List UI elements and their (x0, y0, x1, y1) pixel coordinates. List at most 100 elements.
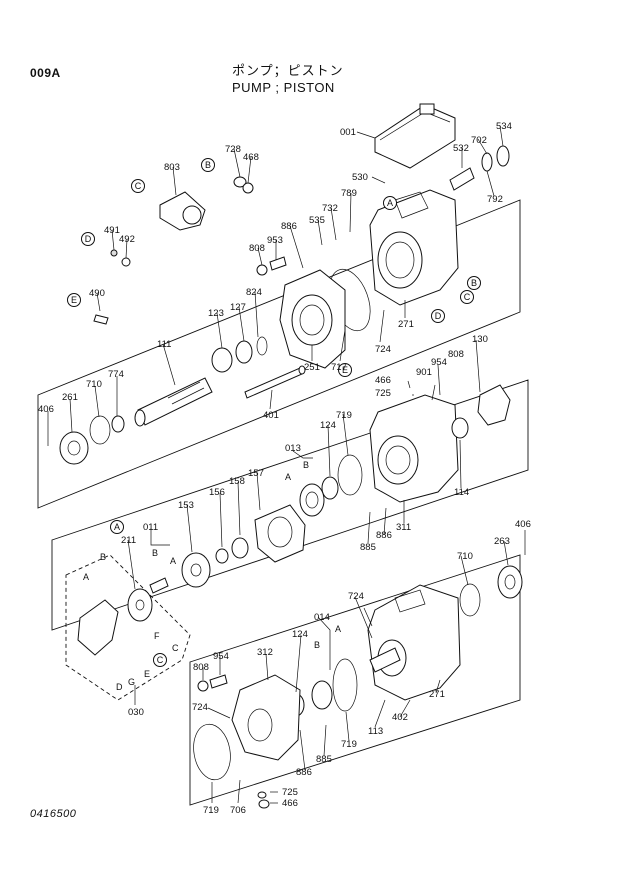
upper-pump-casing (369, 189, 459, 306)
callout-e-030: E (144, 669, 150, 679)
callout-d-2: D (435, 311, 442, 321)
bolt-401 (244, 365, 306, 399)
o-ring-710-seal-774 (89, 415, 125, 445)
callout-c-1: C (135, 181, 142, 191)
lower-pump-casing-402 (367, 584, 461, 701)
part-number: 124 (292, 629, 308, 640)
part-number: 271 (398, 319, 414, 330)
part-number: 732 (322, 203, 338, 214)
upper-group-frame (37, 199, 521, 509)
part-number: 124 (320, 420, 336, 431)
part-number-labels: 001 534 702 532 792 728 468 803 530 789 … (38, 121, 531, 816)
part-number: 156 (209, 487, 225, 498)
callout-d-030: D (116, 682, 123, 692)
part-number: 271 (429, 689, 445, 700)
spring-158-156 (215, 537, 249, 564)
part-number: 885 (316, 754, 332, 765)
part-number: 774 (108, 369, 124, 380)
part-number: 312 (257, 647, 273, 658)
part-number: 792 (487, 194, 503, 205)
part-number: 158 (229, 476, 245, 487)
callout-c-2: C (464, 292, 471, 302)
part-number: 789 (341, 188, 357, 199)
part-number: 717 (331, 362, 347, 373)
part-number: 011 (143, 522, 158, 533)
part-number: 001 (340, 127, 356, 138)
regulator-dashed-frame (65, 554, 191, 701)
leader-lines (47, 125, 526, 804)
callout-circles (67, 158, 481, 667)
plug-725-466-lower (257, 791, 270, 809)
callout-b-1: B (205, 160, 211, 170)
callout-b-014: B (314, 640, 320, 650)
callout-c-3: C (157, 655, 164, 665)
part-number: 954 (431, 357, 447, 368)
part-number: 251 (304, 362, 320, 373)
part-number: 466 (282, 798, 298, 809)
part-number: 113 (368, 726, 383, 737)
callout-a-1: A (387, 198, 393, 208)
part-number: 402 (392, 712, 408, 723)
callout-b-013: B (303, 460, 309, 470)
callout-a-013: A (285, 472, 291, 482)
part-number: 886 (376, 530, 392, 541)
part-number: 534 (496, 121, 512, 132)
retainer-153 (181, 552, 211, 588)
part-number: 901 (416, 367, 432, 378)
swash-013 (299, 483, 325, 517)
title-english: PUMP ; PISTON (232, 80, 335, 95)
cover-803 (159, 191, 206, 231)
part-number: 728 (225, 144, 241, 155)
valve-block-251 (279, 269, 346, 369)
part-number: 724 (375, 344, 391, 355)
part-number: 530 (352, 172, 368, 183)
callout-g-030: G (128, 677, 135, 687)
part-number: 885 (360, 542, 376, 553)
part-number: 719 (336, 410, 352, 421)
part-number: 702 (471, 135, 487, 146)
shaft-113 (369, 647, 401, 673)
part-number: 886 (281, 221, 297, 232)
part-number: 954 (213, 651, 229, 662)
part-number: 127 (230, 302, 246, 313)
part-number: 013 (285, 443, 301, 454)
pistons-011 (149, 577, 169, 594)
callout-e-1: E (71, 295, 77, 305)
swash-plate-030 (77, 599, 119, 656)
part-number: 719 (203, 805, 219, 816)
part-number: 535 (309, 215, 325, 226)
part-number: 153 (178, 500, 194, 511)
part-number: 886 (296, 767, 312, 778)
part-number: 706 (230, 805, 246, 816)
seal-263-o-ring-710 (459, 565, 523, 617)
part-number: 211 (121, 535, 136, 546)
middle-group-frame (51, 379, 529, 631)
middle-pump-casing (369, 394, 459, 503)
callout-f-030: F (154, 631, 160, 641)
part-number: 803 (164, 162, 180, 173)
seal-rings-702-534 (449, 145, 510, 191)
part-number: 263 (494, 536, 510, 547)
callout-e-2: E (342, 365, 348, 375)
cylinder-block-157 (254, 504, 306, 563)
part-number: 492 (119, 234, 135, 245)
pump-regulator-001 (374, 103, 456, 169)
part-number: 261 (62, 392, 78, 403)
part-number: 710 (457, 551, 473, 562)
part-number: 719 (341, 739, 357, 750)
o-ring-719-middle (337, 454, 363, 496)
plug-728-468 (233, 176, 254, 194)
part-number: 114 (454, 487, 469, 498)
part-number: 953 (267, 235, 283, 246)
part-number: 014 (314, 612, 330, 623)
part-number: 111 (157, 339, 171, 350)
part-number: 123 (208, 308, 224, 319)
callout-a-030: A (83, 572, 89, 582)
page-code: 009A (30, 66, 61, 80)
part-number: 710 (86, 379, 102, 390)
part-number: 491 (104, 225, 120, 236)
small-parts-491-492-490 (93, 249, 131, 325)
flange-261 (59, 431, 89, 465)
callout-letters: B C D E A B C D E A C A B B A B A A B C … (71, 160, 477, 692)
part-number: 808 (249, 243, 265, 254)
